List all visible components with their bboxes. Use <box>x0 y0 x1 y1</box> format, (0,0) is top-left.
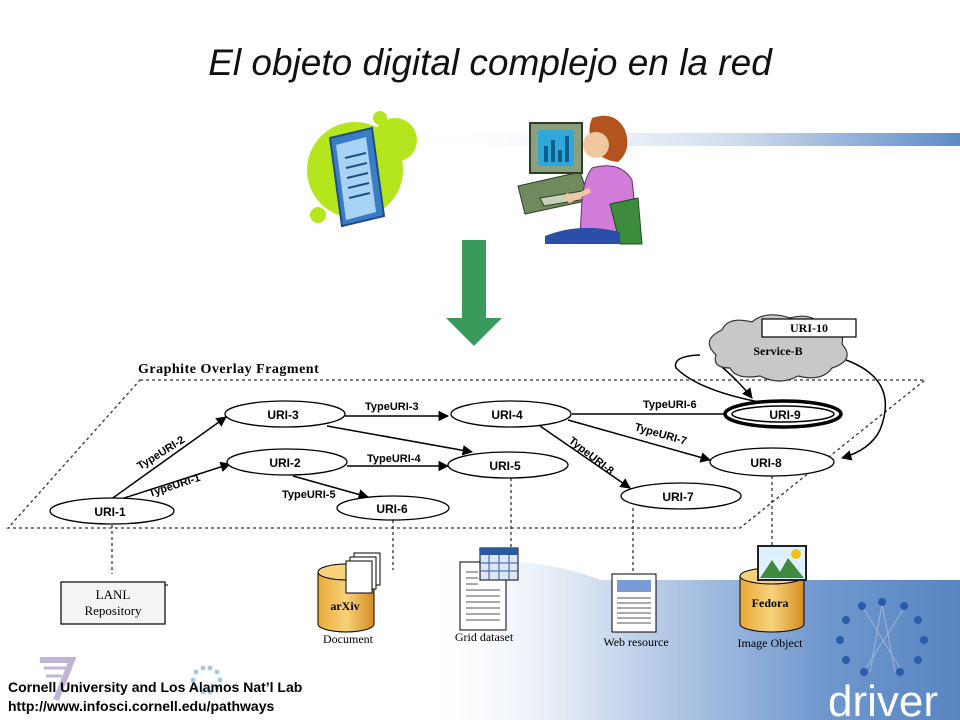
web-resource-icon <box>611 573 657 633</box>
woman-at-computer-icon <box>517 115 643 245</box>
edge-uri1-uri3 <box>109 416 227 501</box>
server-icon <box>307 111 417 228</box>
node-label-uri2: URI-2 <box>269 456 301 470</box>
node-label-uri10: URI-10 <box>790 321 828 335</box>
edge-label-t4: TypeURI-4 <box>367 453 421 465</box>
node-uri7 <box>620 482 742 510</box>
fedora-database-icon: Fedora <box>739 545 807 633</box>
edge-label-t1: TypeURI-1 <box>147 472 202 500</box>
caption-grid: Grid dataset <box>455 630 514 644</box>
nodes <box>49 399 843 525</box>
eu-dots-logo <box>190 665 223 695</box>
header-band <box>400 133 960 146</box>
driver-logo-text: driver <box>828 677 938 720</box>
edge-label-t7: TypeURI-7 <box>633 421 688 447</box>
node-label-uri6: URI-6 <box>376 502 408 516</box>
edges <box>109 354 887 501</box>
lanl-repository: LANL Repository <box>60 581 168 625</box>
node-label-uri4: URI-4 <box>491 408 523 422</box>
uri10-box <box>761 318 857 338</box>
grid-dataset-icon <box>459 547 519 631</box>
caption-image: Image Object <box>738 636 804 650</box>
framework-seven-logo <box>40 657 77 702</box>
edge-label-t3: TypeURI-3 <box>365 401 419 413</box>
edge-uri4-uri7 <box>539 425 631 489</box>
fedora-label: Fedora <box>752 596 789 610</box>
node-labels: URI-1 URI-2 URI-3 URI-4 URI-5 URI-6 URI-… <box>94 408 801 519</box>
caption-web: Web resource <box>603 635 668 649</box>
edge-uri9-service <box>674 354 771 405</box>
node-uri9-inner <box>731 405 835 423</box>
node-label-uri5: URI-5 <box>489 459 521 473</box>
node-label-uri9: URI-9 <box>769 408 801 422</box>
repo-line1: LANL <box>96 587 131 602</box>
caption-document: Document <box>323 632 374 646</box>
edge-service-uri8 <box>840 359 887 461</box>
node-label-uri3: URI-3 <box>267 408 299 422</box>
repo-line2: Repository <box>84 603 142 618</box>
node-uri2 <box>226 448 348 476</box>
node-uri8 <box>709 447 835 477</box>
edge-uri2-uri6 <box>292 475 370 500</box>
credit-line-2: http://www.infosci.cornell.edu/pathways <box>8 698 275 714</box>
edge-label-t8: TypeURI-8 <box>566 435 616 477</box>
overlay-boundary <box>6 379 927 529</box>
edge-label-t2: TypeURI-2 <box>135 434 187 473</box>
node-uri5 <box>447 451 569 479</box>
node-uri4 <box>450 400 572 428</box>
edge-uri1-uri2 <box>117 461 231 501</box>
slide-title: El objeto digital complejo en la red <box>208 42 772 83</box>
driver-logo: driver <box>828 598 938 720</box>
service-label: Service-B <box>753 344 802 358</box>
arxiv-database-icon: arXiv <box>317 552 381 633</box>
node-label-uri8: URI-8 <box>750 456 782 470</box>
node-uri6 <box>336 495 450 521</box>
node-uri3 <box>224 400 346 428</box>
node-label-uri7: URI-7 <box>662 490 694 504</box>
edge-label-t6: TypeURI-6 <box>643 399 697 411</box>
edge-uri3-uri5 <box>326 425 474 456</box>
credit-line-1: Cornell University and Los Alamos Nat’l … <box>8 679 303 695</box>
down-arrow-icon <box>446 240 502 346</box>
node-uri1 <box>49 497 175 525</box>
arxiv-label: arXiv <box>330 599 359 613</box>
edge-label-t5: TypeURI-5 <box>282 489 336 501</box>
edge-uri4-uri8 <box>567 419 712 463</box>
overlay-title: Graphite Overlay Fragment <box>138 362 319 377</box>
footer-band <box>420 559 960 720</box>
node-label-uri1: URI-1 <box>94 505 126 519</box>
